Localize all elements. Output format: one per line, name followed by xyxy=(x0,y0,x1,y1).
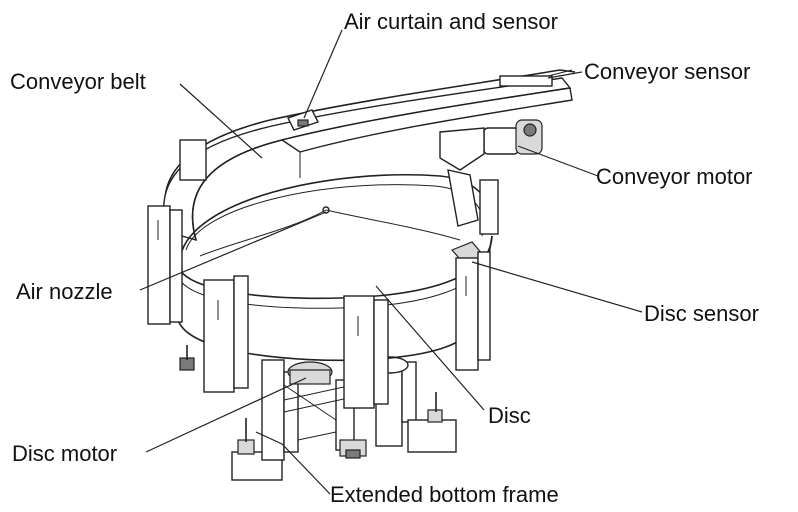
conveyor-motor-body xyxy=(439,119,543,171)
machine-illustration xyxy=(147,69,576,481)
label-conveyor-belt: Conveyor belt xyxy=(10,69,146,94)
conveyor-belt-track xyxy=(163,69,576,242)
leader-conveyor-motor xyxy=(517,145,599,177)
leader-bottom-frame xyxy=(255,431,331,495)
label-air-nozzle: Air nozzle xyxy=(16,279,113,304)
leader-disc xyxy=(375,285,485,411)
leader-conveyor-belt xyxy=(179,83,263,159)
label-bottom-frame: Extended bottom frame xyxy=(330,482,559,507)
label-conveyor-motor: Conveyor motor xyxy=(596,164,753,189)
label-disc: Disc xyxy=(488,403,531,428)
leader-disc-motor xyxy=(145,377,307,453)
air-curtain-housing xyxy=(287,109,319,131)
label-conveyor-sensor: Conveyor sensor xyxy=(584,59,750,84)
leader-lines xyxy=(139,29,643,495)
leader-disc-sensor xyxy=(471,261,643,313)
label-air-curtain: Air curtain and sensor xyxy=(344,9,558,34)
leader-air-nozzle xyxy=(139,211,327,291)
labels: Air curtain and sensor Conveyor belt Con… xyxy=(10,9,759,507)
leader-conveyor-sensor xyxy=(547,71,583,79)
side-panels xyxy=(147,139,499,409)
label-disc-sensor: Disc sensor xyxy=(644,301,759,326)
leader-air-curtain xyxy=(303,29,343,119)
label-disc-motor: Disc motor xyxy=(12,441,117,466)
